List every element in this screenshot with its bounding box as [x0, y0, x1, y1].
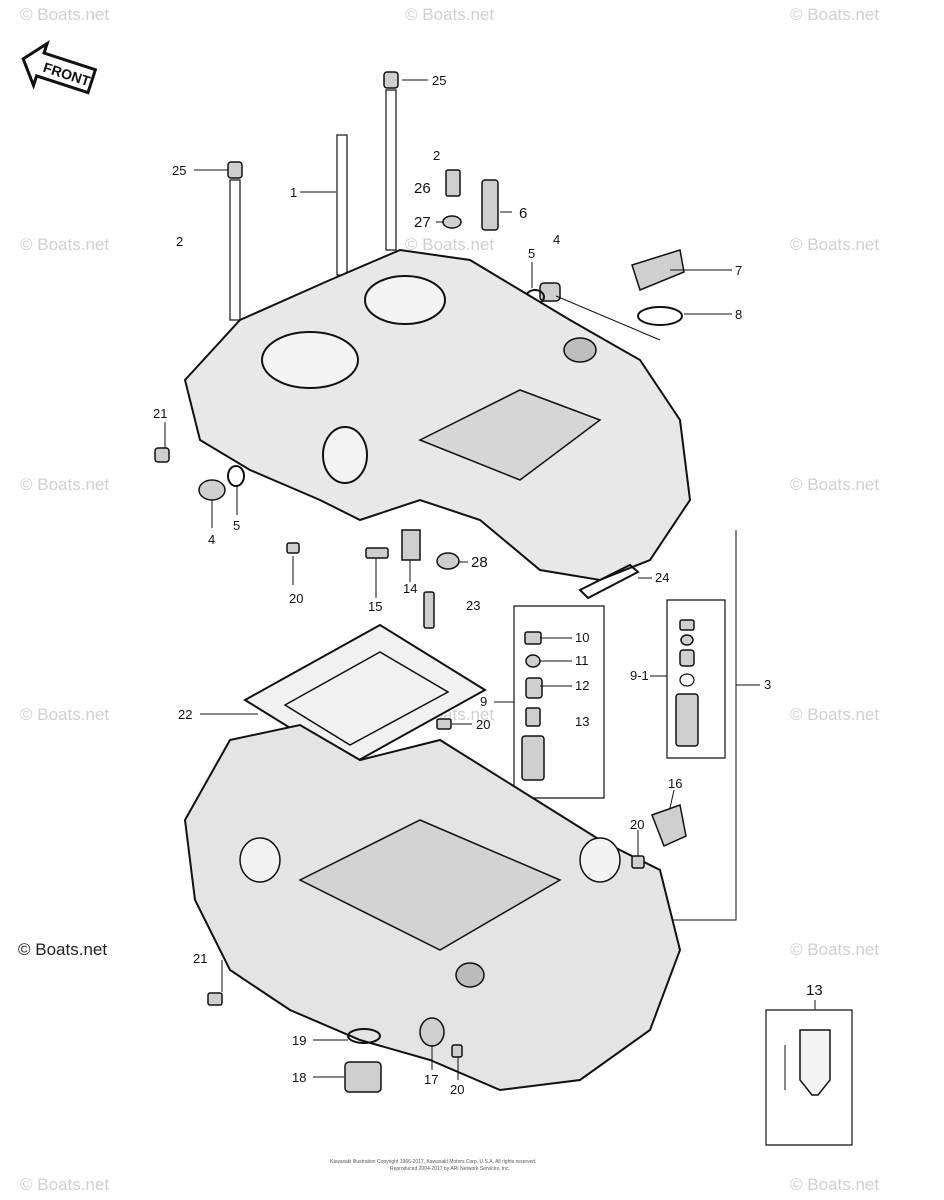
callout-12: 12: [575, 678, 589, 693]
callout-21: 21: [193, 951, 207, 966]
callout-16: 16: [668, 776, 682, 791]
watermark-text: © Boats.net: [405, 235, 494, 254]
callout-26: 26: [414, 180, 431, 197]
callout-27: 27: [414, 214, 431, 231]
callout-11: 11: [575, 653, 589, 668]
callout-14: 14: [403, 581, 417, 596]
watermark-text: © Boats.net: [790, 1175, 879, 1194]
watermark-text: © Boats.net: [405, 5, 494, 24]
callout-19: 19: [292, 1033, 306, 1048]
callout-7: 7: [735, 263, 742, 278]
copyright-line: Reproduced 2004-2017 by ARI Network Serv…: [390, 1166, 510, 1172]
watermark-text: © Boats.net: [18, 940, 107, 959]
small-parts-lower: [207, 718, 687, 1093]
watermark-text: © Boats.net: [790, 5, 879, 24]
watermark-text: © Boats.net: [20, 1175, 109, 1194]
small-parts-middle: [154, 447, 640, 629]
callout-labels: 25 25 1 2 2 26 27 6 5 4 7 8 21 4 5 20 15…: [153, 73, 823, 1097]
callout-5: 5: [528, 246, 535, 261]
callout-4: 4: [553, 232, 560, 247]
callout-10: 10: [575, 630, 589, 645]
inset-part-13: [765, 1000, 853, 1146]
callout-23: 23: [466, 598, 480, 613]
callout-20: 20: [289, 591, 303, 606]
leader-lines: [164, 79, 732, 1080]
callout-13: 13: [575, 714, 589, 729]
callout-25: 25: [172, 163, 186, 178]
callout-1: 1: [290, 185, 297, 200]
upper-crankcase: [183, 248, 692, 582]
copyright-line: Kawasaki Illustration Copyright 1966-201…: [330, 1159, 536, 1165]
callout-8: 8: [735, 307, 742, 322]
callout-17: 17: [424, 1072, 438, 1087]
watermark-text: © Boats.net: [20, 705, 109, 724]
callout-25: 25: [432, 73, 446, 88]
relief-valve-box: [513, 605, 605, 799]
relief-valve-assembly-box: [666, 599, 726, 759]
callout-2: 2: [433, 148, 440, 163]
callout-2: 2: [176, 234, 183, 249]
callout-18: 18: [292, 1070, 306, 1085]
callout-9-1: 9-1: [630, 668, 649, 683]
callout-6: 6: [519, 205, 527, 222]
watermark-text: © Boats.net: [20, 475, 109, 494]
callout-9: 9: [480, 694, 487, 709]
callout-4: 4: [208, 532, 215, 547]
callout-3: 3: [764, 677, 771, 692]
lower-crankcase: [183, 723, 682, 1092]
callout-24: 24: [655, 570, 669, 585]
callout-22: 22: [178, 707, 192, 722]
callout-28: 28: [471, 554, 488, 571]
front-arrow-icon: FRONT: [21, 40, 98, 95]
callout-20: 20: [630, 817, 644, 832]
watermark-text: © Boats.net: [790, 705, 879, 724]
callout-20: 20: [450, 1082, 464, 1097]
watermark-text: © Boats.net: [790, 940, 879, 959]
callout-15: 15: [368, 599, 382, 614]
callout-21: 21: [153, 406, 167, 421]
small-parts-top: [442, 169, 685, 326]
watermark-text: © Boats.net: [20, 235, 109, 254]
callout-13: 13: [806, 982, 823, 999]
copyright: Kawasaki Illustration Copyright 1966-201…: [330, 1159, 536, 1172]
group-bracket: [660, 530, 760, 921]
callout-5: 5: [233, 518, 240, 533]
watermark-text: © Boats.net: [790, 475, 879, 494]
watermark-text: © Boats.net: [20, 5, 109, 24]
callout-20: 20: [476, 717, 490, 732]
watermark-text: © Boats.net: [790, 235, 879, 254]
stud-bolts: [227, 71, 399, 321]
